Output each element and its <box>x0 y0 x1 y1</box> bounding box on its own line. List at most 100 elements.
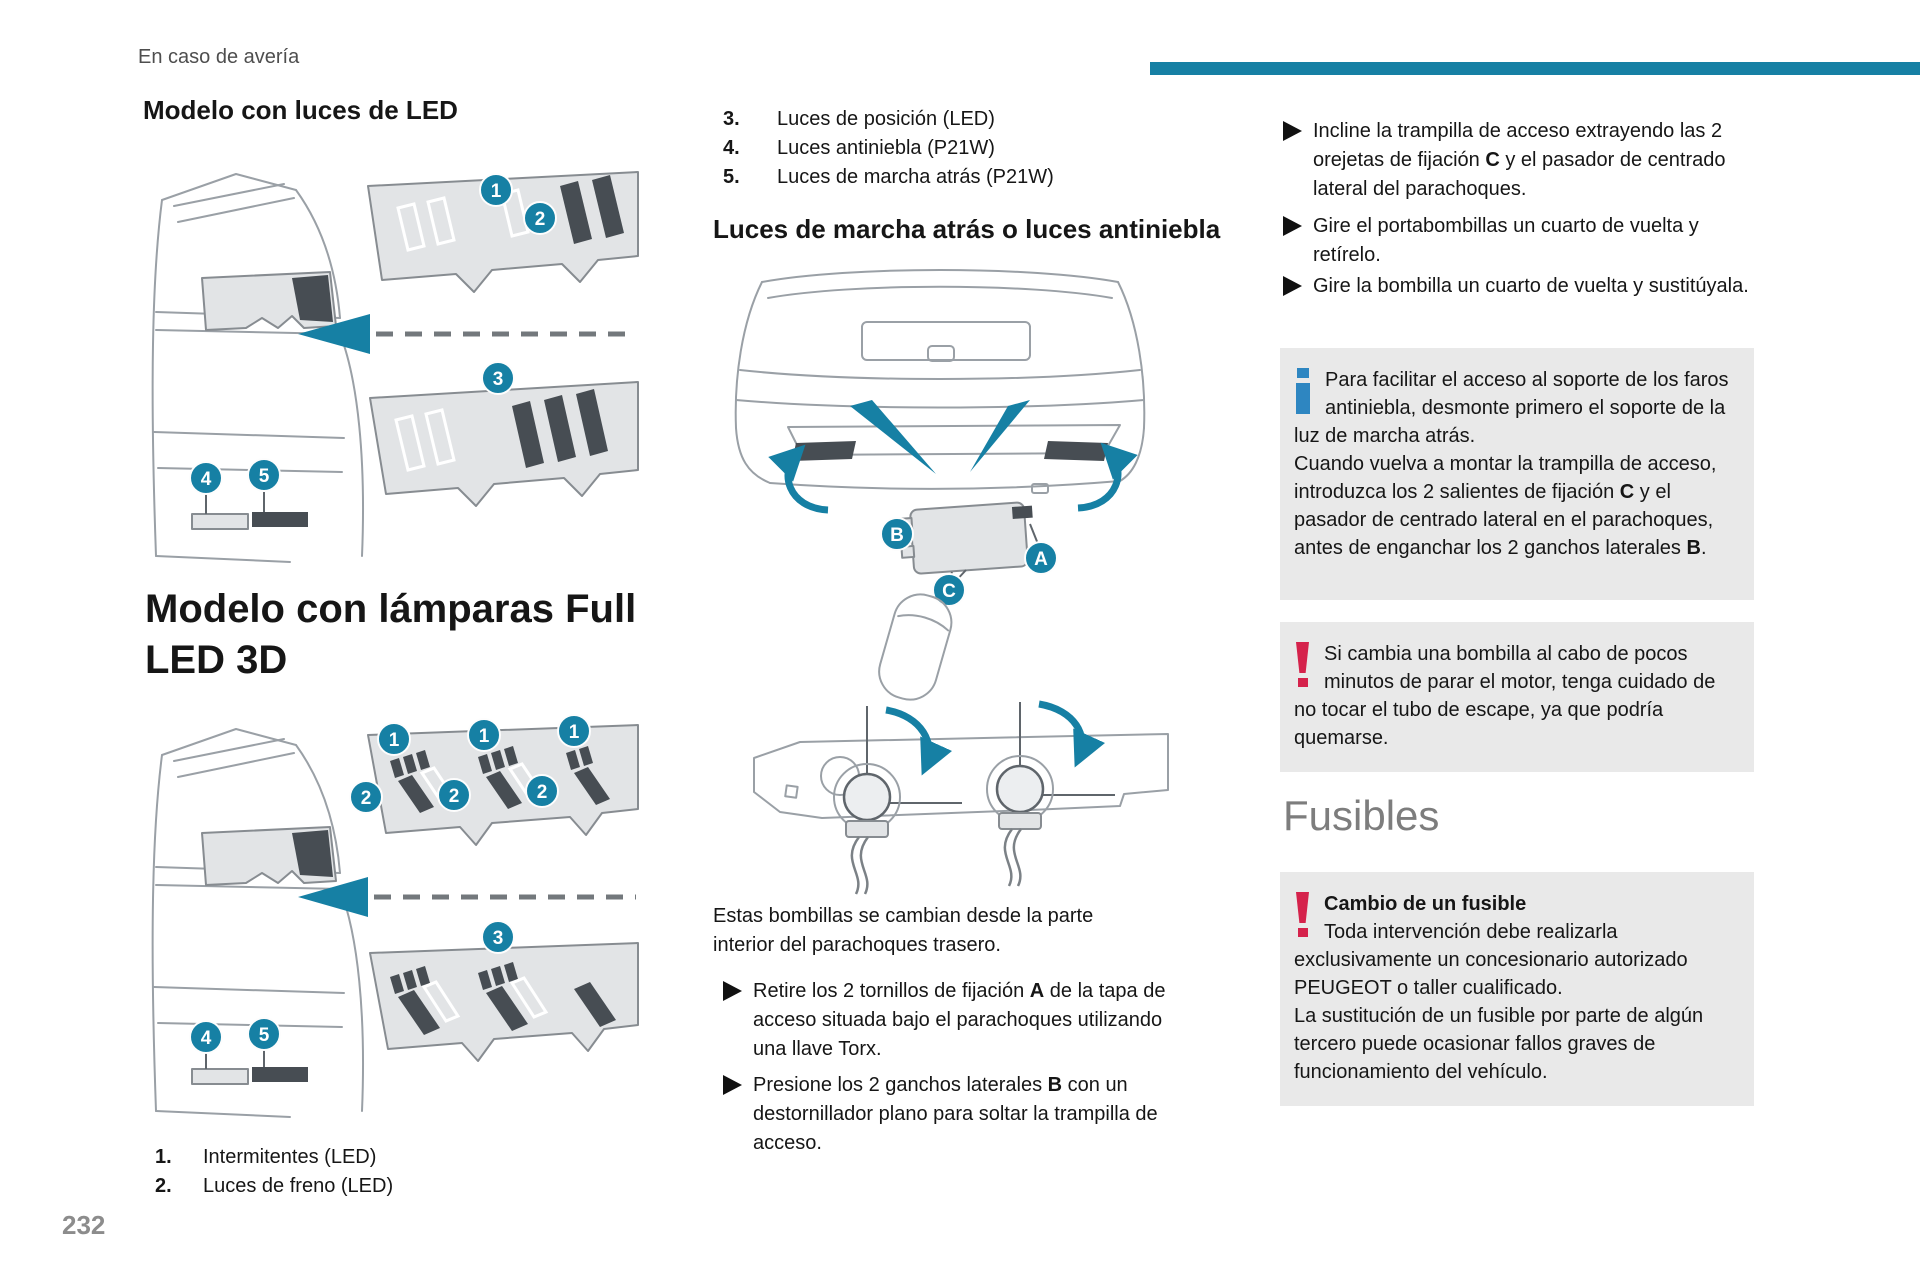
heading-reversing-fog-lights: Luces de marcha atrás o luces antiniebla <box>713 214 1221 244</box>
svg-text:3: 3 <box>493 369 504 390</box>
badge-3-icon: 3 <box>481 920 515 954</box>
bullet-arrow-icon <box>1283 216 1302 236</box>
badge-5-icon: 5 <box>247 458 281 492</box>
pointer-arrow-icon <box>298 877 368 917</box>
badge-2-icon: 2 <box>437 778 471 812</box>
instruction-bullet: Incline la trampilla de acceso extrayend… <box>1283 117 1765 204</box>
reversing-fog-lights-illustration: B A C <box>734 269 1169 895</box>
info-icon <box>1296 368 1311 414</box>
svg-text:4: 4 <box>201 469 212 490</box>
warning-icon <box>1295 642 1310 688</box>
chapter-header: En caso de avería <box>138 46 300 68</box>
legend-number: 3. <box>723 108 740 130</box>
badge-2-icon: 2 <box>525 774 559 808</box>
bullet-arrow-icon <box>723 1075 742 1095</box>
taillight-detail-upper <box>367 724 639 846</box>
instruction-bullet: Presione los 2 ganchos laterales B con u… <box>723 1071 1168 1158</box>
badge-1-icon: 1 <box>479 173 513 207</box>
warning-box: Si cambia una bombilla al cabo de pocos … <box>1280 622 1754 772</box>
badge-4-icon: 4 <box>189 1020 223 1054</box>
fuse-box-title: Cambio de un fusible <box>1324 893 1527 915</box>
bullet-arrow-icon <box>723 981 742 1001</box>
rotate-arrow-icon <box>1038 700 1106 768</box>
legend-number: 1. <box>155 1146 172 1168</box>
svg-text:5: 5 <box>259 466 270 487</box>
accent-bar <box>1150 62 1920 75</box>
badge-3-icon: 3 <box>481 361 515 395</box>
bullet-text: Gire la bombilla un cuarto de vuelta y s… <box>1313 275 1749 297</box>
bullet-text: Gire el portabombillas un cuarto de vuel… <box>1313 215 1699 266</box>
svg-text:1: 1 <box>491 181 502 202</box>
legend-label: Luces de posición (LED) <box>777 108 995 130</box>
legend-label: Luces de freno (LED) <box>203 1175 394 1197</box>
pointer-wedge-icon <box>850 400 936 474</box>
badge-C-icon: C <box>932 573 966 607</box>
badge-B-icon: B <box>880 517 914 551</box>
instruction-bullet: Gire la bombilla un cuarto de vuelta y s… <box>1283 272 1765 301</box>
heading-led-model: Modelo con luces de LED <box>143 95 458 125</box>
taillight-detail-lower <box>369 942 639 1062</box>
heading-fusibles: Fusibles <box>1283 792 1440 839</box>
car-rear-view-outline <box>734 269 1146 490</box>
heading-full-led-model: Modelo con lámparas Full LED 3D <box>145 587 637 682</box>
bullet-arrow-icon <box>1283 276 1302 296</box>
legend-item: 5. Luces de marcha atrás (P21W) <box>723 163 1054 192</box>
full-led-illustration: 1 1 1 2 2 2 3 4 5 <box>151 714 639 1118</box>
badge-5-icon: 5 <box>247 1017 281 1051</box>
bullet-text: Incline la trampilla de acceso extrayend… <box>1313 120 1726 200</box>
badge-1-icon: 1 <box>557 714 591 748</box>
svg-text:2: 2 <box>449 786 460 807</box>
rotate-arrow-icon <box>768 444 829 514</box>
bulb-carrier-strip <box>753 700 1169 895</box>
legend-item: 4. Luces antiniebla (P21W) <box>723 134 995 163</box>
body-paragraph: Estas bombillas se cambian desde la part… <box>713 905 1094 956</box>
page-number: 232 <box>62 1210 106 1240</box>
fuse-box-body: Toda intervención debe realizarla exclus… <box>1294 921 1704 1083</box>
svg-text:1: 1 <box>479 726 490 747</box>
svg-text:A: A <box>1034 549 1048 570</box>
rotate-arrow-icon <box>885 706 953 776</box>
svg-text:3: 3 <box>493 928 504 949</box>
svg-text:B: B <box>890 525 904 546</box>
badge-2-icon: 2 <box>523 201 557 235</box>
legend-label: Intermitentes (LED) <box>203 1146 377 1168</box>
legend-label: Luces antiniebla (P21W) <box>777 137 995 159</box>
badge-4-icon: 4 <box>189 461 223 495</box>
pointer-wedge-icon <box>970 400 1030 472</box>
svg-text:1: 1 <box>389 730 400 751</box>
warning-icon <box>1295 892 1310 938</box>
badge-A-icon: A <box>1024 541 1058 575</box>
led-model-illustration: 1 2 3 4 5 <box>151 171 639 563</box>
legend-label: Luces de marcha atrás (P21W) <box>777 166 1054 188</box>
badge-2-icon: 2 <box>349 780 383 814</box>
car-rear-outline <box>151 728 364 1118</box>
svg-text:1: 1 <box>569 722 580 743</box>
svg-text:4: 4 <box>201 1028 212 1049</box>
legend-number: 4. <box>723 137 740 159</box>
svg-text:5: 5 <box>259 1025 270 1046</box>
pointer-arrow-icon <box>298 314 370 354</box>
badge-1-icon: 1 <box>467 718 501 752</box>
svg-text:2: 2 <box>537 782 548 803</box>
bullet-text: Presione los 2 ganchos laterales B con u… <box>753 1074 1158 1154</box>
bullet-text: Retire los 2 tornillos de fijación A de … <box>753 980 1166 1060</box>
badge-1-icon: 1 <box>377 722 411 756</box>
info-box-text: Para facilitar el acceso al soporte de l… <box>1294 369 1729 559</box>
legend-number: 5. <box>723 166 740 188</box>
svg-text:2: 2 <box>535 209 546 230</box>
taillight-detail-lower <box>369 381 639 507</box>
legend-item: 1. Intermitentes (LED) <box>155 1143 376 1172</box>
car-rear-outline <box>151 173 364 563</box>
instruction-bullet: Gire el portabombillas un cuarto de vuel… <box>1283 212 1765 270</box>
bullet-arrow-icon <box>1283 121 1302 141</box>
bulb-holder-cylinder <box>878 593 953 701</box>
instruction-bullet: Retire los 2 tornillos de fijación A de … <box>723 977 1168 1064</box>
legend-number: 2. <box>155 1175 172 1197</box>
info-box: Para facilitar el acceso al soporte de l… <box>1280 348 1754 600</box>
svg-text:2: 2 <box>361 788 372 809</box>
access-flap-detail <box>898 483 1049 585</box>
rotate-arrow-icon <box>1077 442 1138 512</box>
